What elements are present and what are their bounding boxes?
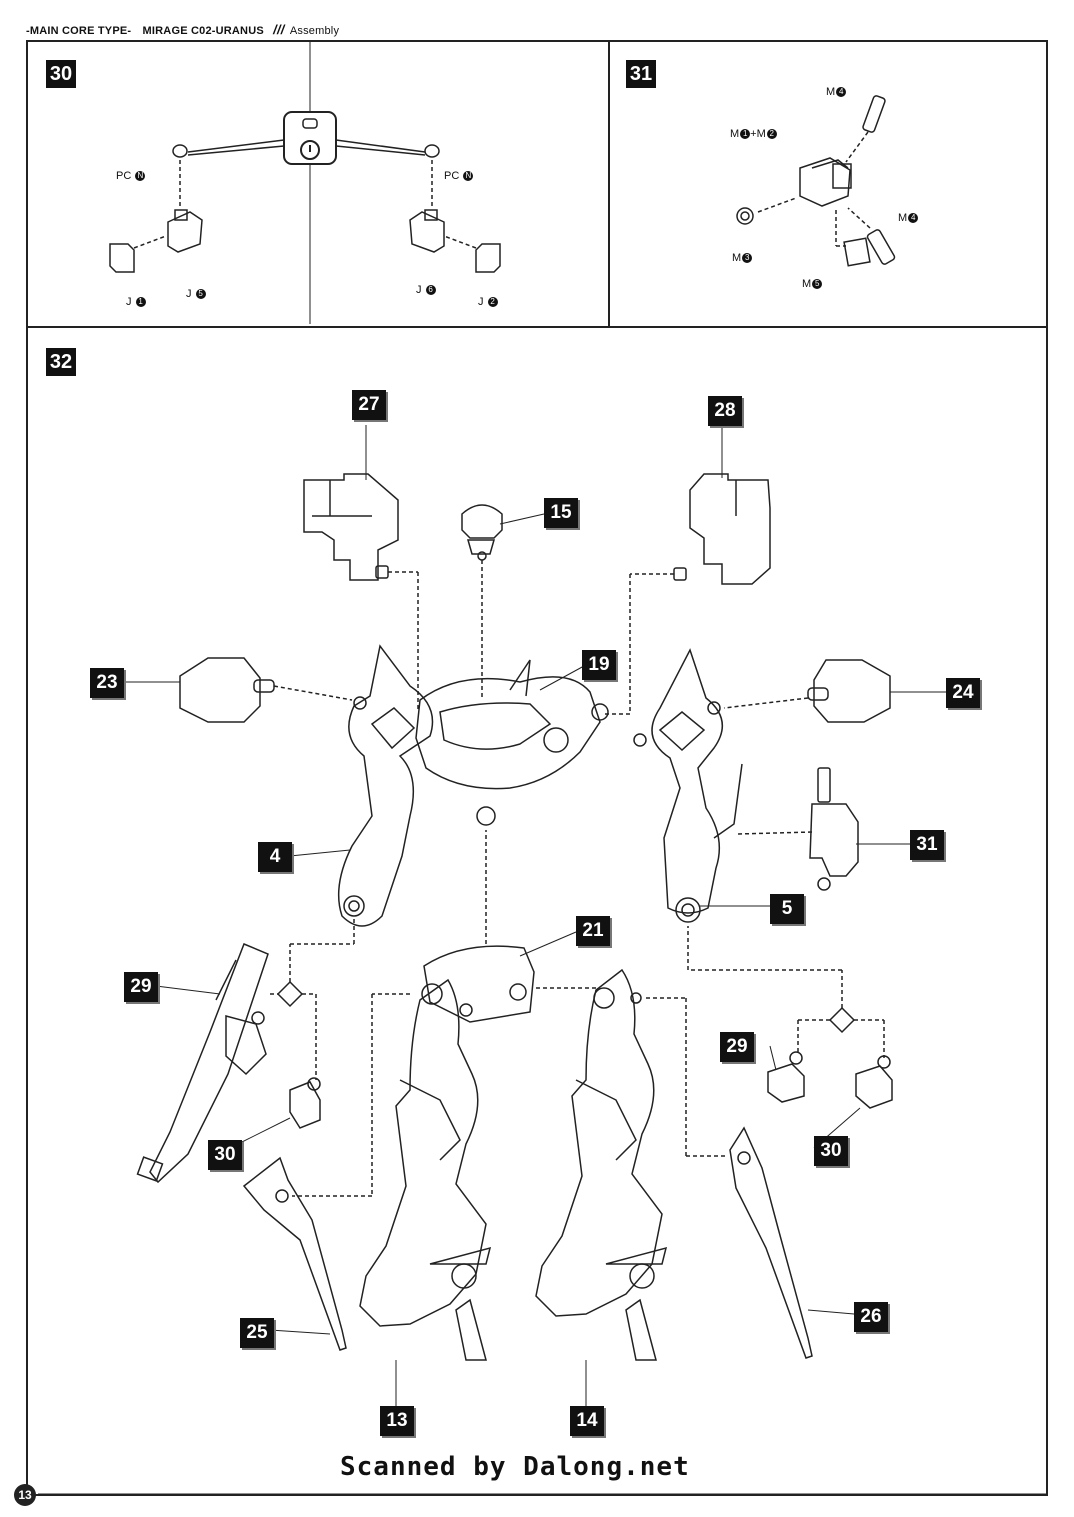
callout-13: 13 (380, 1406, 414, 1436)
label-j1: J 1 (126, 296, 146, 308)
label-m4-right-text: M (898, 212, 908, 224)
callout-25: 25 (240, 1318, 274, 1348)
callout-26: 26 (854, 1302, 888, 1332)
series-label: -MAIN CORE TYPE- (26, 25, 132, 37)
label-pc-right-text: PC (444, 170, 460, 182)
scan-credit: Scanned by Dalong.net (340, 1452, 690, 1482)
callout-31: 31 (910, 830, 944, 860)
assembly-mark: /// (273, 22, 285, 37)
label-j1-dot: 1 (135, 297, 146, 308)
model-name: MIRAGE C02-URANUS (142, 25, 264, 37)
label-j2: J 2 (478, 296, 498, 308)
label-j2-text: J (478, 296, 484, 308)
label-m1-text: M (730, 128, 740, 140)
label-j6-dot: 6 (425, 285, 436, 296)
label-m2-dot: 2 (766, 129, 777, 140)
label-m5-dot: 5 (812, 279, 823, 290)
label-m3-dot: 3 (742, 253, 753, 264)
label-pc-left: PC N (116, 170, 146, 182)
section-label: Assembly (289, 25, 340, 37)
page-number: 13 (14, 1484, 36, 1506)
callout-29-left: 29 (124, 972, 158, 1002)
label-m3-text: M (732, 252, 742, 264)
callout-5: 5 (770, 894, 804, 924)
label-j6: J 6 (416, 284, 436, 296)
label-j5: J 5 (186, 288, 206, 300)
label-pc-right: PC N (444, 170, 474, 182)
step-31-badge: 31 (626, 60, 656, 88)
step-32-badge: 32 (46, 348, 76, 376)
callout-27: 27 (352, 390, 386, 420)
callout-30-right: 30 (814, 1136, 848, 1166)
label-pc-left-text: PC (116, 170, 132, 182)
callout-23: 23 (90, 668, 124, 698)
callout-30-left: 30 (208, 1140, 242, 1170)
label-j6-text: J (416, 284, 422, 296)
callout-15: 15 (544, 498, 578, 528)
step-30-badge: 30 (46, 60, 76, 88)
label-j1-text: J (126, 296, 132, 308)
callout-21: 21 (576, 916, 610, 946)
label-m4-right-dot: 4 (908, 213, 919, 224)
label-pc-right-dot: N (463, 171, 474, 182)
label-m4-top-dot: 4 (836, 87, 847, 98)
label-pc-left-dot: N (135, 171, 146, 182)
page-header: -MAIN CORE TYPE- MIRAGE C02-URANUS /// A… (26, 22, 339, 37)
label-j2-dot: 2 (487, 297, 498, 308)
step-32-panel (26, 326, 1048, 1496)
callout-28: 28 (708, 396, 742, 426)
callout-14: 14 (570, 1406, 604, 1436)
callout-29-right: 29 (720, 1032, 754, 1062)
label-m2-text: +M (750, 128, 766, 140)
label-m5-text: M (802, 278, 812, 290)
callout-24: 24 (946, 678, 980, 708)
label-m1-dot: 1 (740, 129, 751, 140)
label-j5-text: J (186, 288, 192, 300)
label-m4-top-text: M (826, 86, 836, 98)
callout-4: 4 (258, 842, 292, 872)
label-j5-dot: 5 (195, 289, 206, 300)
callout-19: 19 (582, 650, 616, 680)
